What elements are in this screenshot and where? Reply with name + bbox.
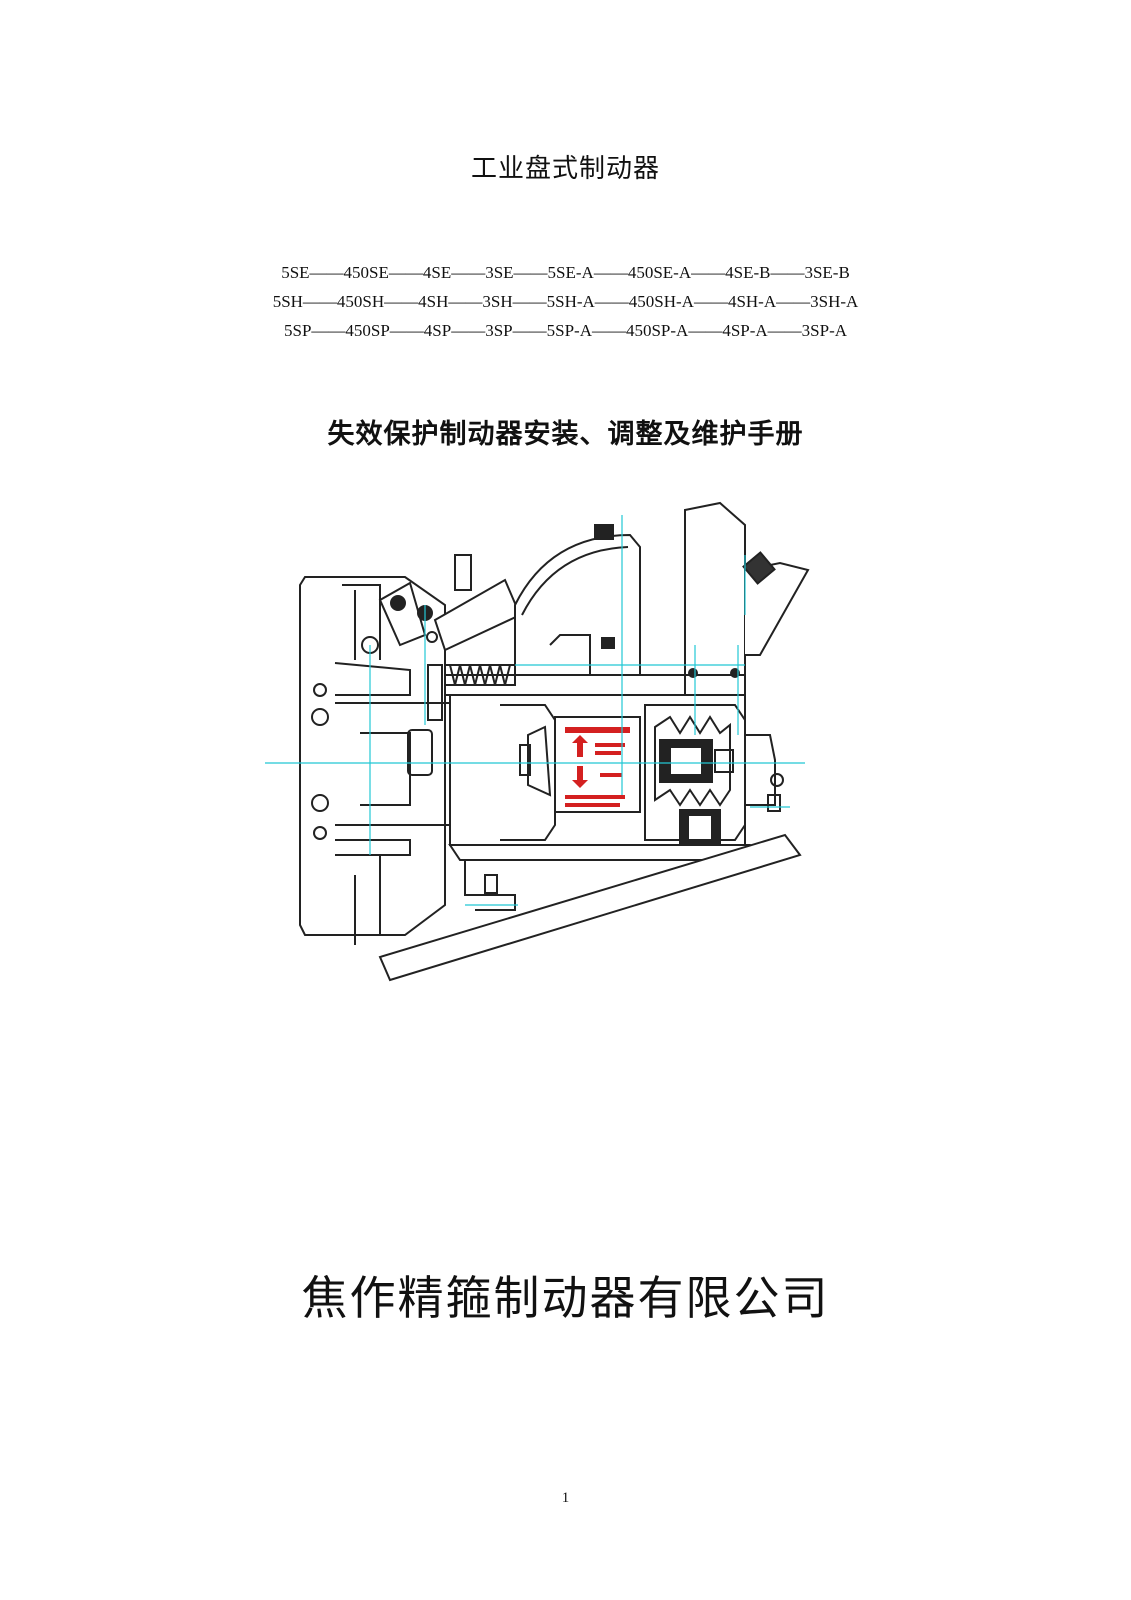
bellows (654, 715, 731, 807)
base-foot (464, 860, 516, 911)
upper-pin-bar (334, 662, 411, 696)
brake-assembly-drawing (260, 495, 820, 1000)
label-arrow-down (572, 766, 588, 788)
label-text-line-2 (595, 751, 621, 755)
caliper-inner-lower (342, 855, 381, 936)
piston-cap (714, 749, 734, 773)
label-heading-mark (565, 727, 630, 733)
caliper-hole-b (313, 683, 327, 697)
label-text-line-3 (600, 773, 622, 777)
dome-bracket (549, 634, 591, 675)
dome-bolt (594, 524, 614, 540)
spring-coil (449, 664, 511, 686)
hub-bolt (770, 773, 784, 787)
adjust-screw (742, 551, 776, 585)
bellows-housing (644, 704, 746, 841)
label-text-line-4 (565, 795, 625, 799)
company-name: 焦作精箍制动器有限公司 (301, 1271, 830, 1325)
page-number: 1 (561, 1490, 570, 1506)
document-subtitle: 失效保护制动器安装、调整及维护手册 (327, 419, 804, 450)
piston-face (527, 725, 552, 797)
brake-drawing-svg (265, 501, 810, 982)
document-title: 工业盘式制动器 (470, 154, 660, 184)
spring-rod (427, 664, 443, 721)
hub-nut (767, 794, 781, 812)
lower-pin-bar (335, 839, 411, 856)
link-inner (360, 732, 411, 806)
piston-block-inner (669, 746, 703, 776)
model-line-se: 5SE——450SE——4SE——3SE——5SE-A——450SE-A——4S… (281, 263, 850, 282)
model-line-sp: 5SP——450SP——4SP——3SP——5SP-A——450SP-A——4S… (283, 321, 848, 340)
base-stud (484, 874, 498, 894)
caliper-hole-d (311, 794, 329, 812)
label-text-line-1 (595, 743, 625, 747)
pivot-a (390, 595, 406, 611)
right-hub (745, 734, 776, 806)
piston-rod (519, 744, 531, 776)
lower-cylinder-inner (687, 814, 713, 841)
lever-post (454, 554, 472, 591)
dome-nut (601, 637, 615, 649)
label-text-line-5 (565, 803, 620, 807)
lever-arm (433, 578, 522, 652)
base-plate (378, 833, 802, 982)
caliper-left-body (299, 576, 446, 936)
model-line-sh: 5SH——450SH——4SH——3SH——5SH-A——450SH-A——4S… (272, 292, 859, 311)
model-list: 5SE——450SE——4SE——3SE——5SE-A——450SE-A——4S… (0, 258, 1131, 345)
screw-head-a (688, 668, 698, 678)
label-arrow-up (572, 735, 588, 757)
dome-cover (514, 533, 641, 676)
caliper-inner-upper (342, 584, 381, 660)
dome-inner (521, 546, 629, 616)
pivot-c (426, 631, 438, 643)
link-window (407, 729, 433, 776)
caliper-hole-c (311, 708, 329, 726)
caliper-hole-e (313, 826, 327, 840)
